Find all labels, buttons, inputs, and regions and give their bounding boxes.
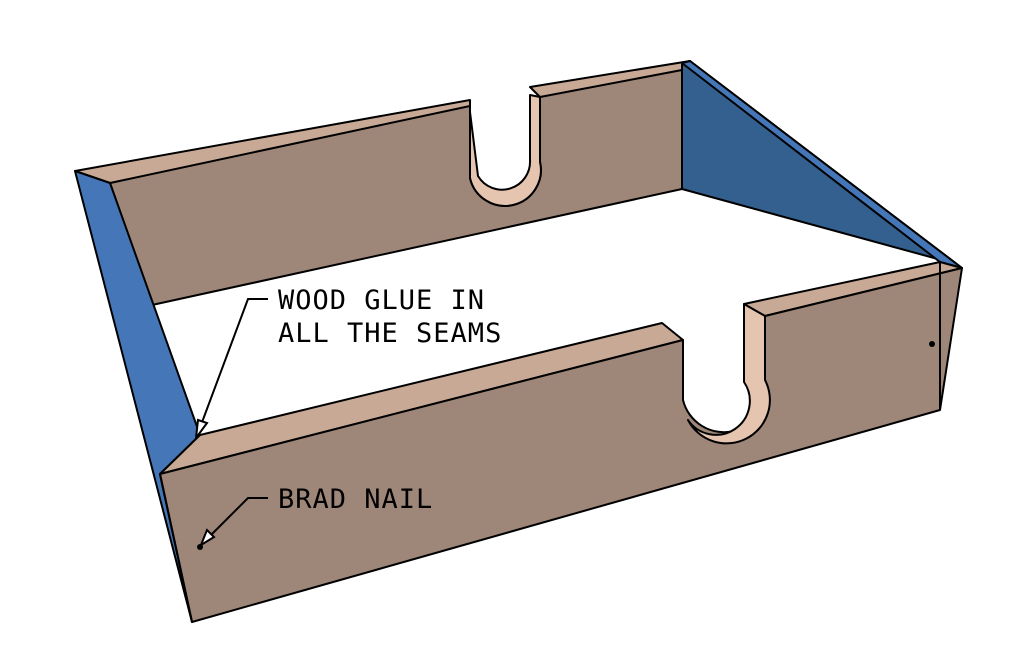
glue-leader-arrow: [194, 418, 209, 442]
nail-leader-arrow: [198, 528, 216, 548]
back-notch-inside: [469, 94, 542, 207]
front-notch-inside: [687, 303, 771, 445]
brad-nail-dot-front: [197, 544, 203, 550]
nail-leader-line: [209, 497, 268, 537]
seam-line-left: [159, 473, 193, 623]
glue-leader-line: [200, 298, 268, 426]
brad-nail-dot-right: [929, 341, 935, 347]
glue-callout-line2: ALL THE SEAMS: [278, 318, 503, 349]
back-board-face: [109, 62, 683, 306]
glue-callout-line1: WOOD GLUE IN: [278, 285, 486, 316]
brad-nail-callout: BRAD NAIL: [278, 484, 434, 515]
